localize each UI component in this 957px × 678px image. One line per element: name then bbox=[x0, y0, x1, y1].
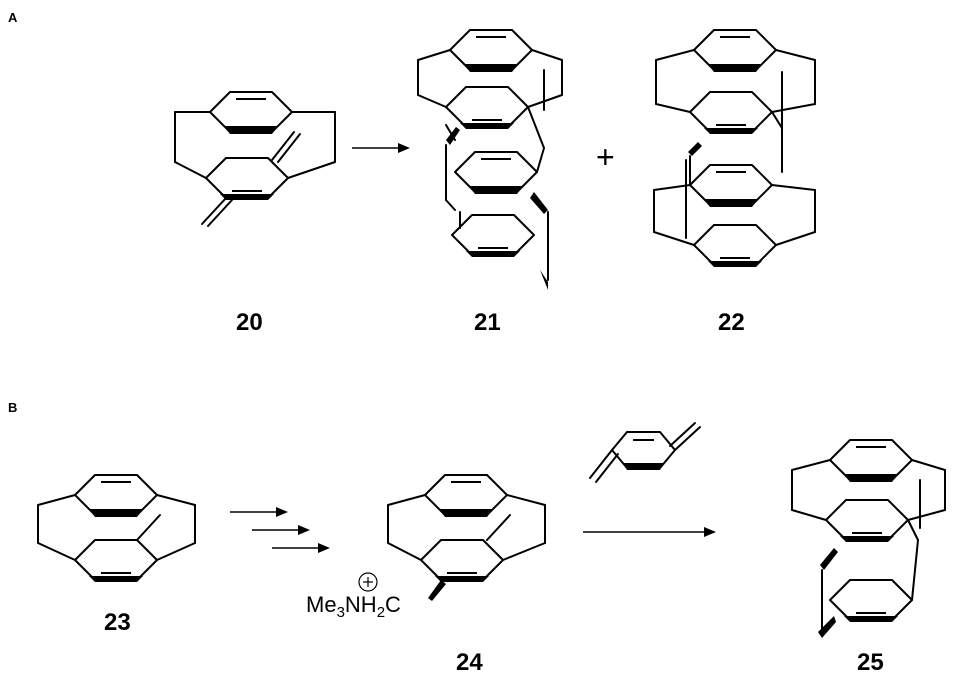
structure-23 bbox=[37, 474, 196, 583]
structure-20 bbox=[174, 91, 336, 227]
structure-22 bbox=[653, 29, 816, 268]
svg-text:Me3NH2C: Me3NH2C bbox=[306, 592, 401, 621]
reaction-arrow-a bbox=[352, 143, 410, 153]
structure-24 bbox=[387, 474, 546, 601]
compound-label-25: 25 bbox=[857, 649, 884, 676]
reagent-me3nh2c: Me3NH2C bbox=[306, 572, 401, 621]
reaction-arrow-b bbox=[583, 527, 716, 537]
structure-21 bbox=[417, 29, 563, 290]
reagent-sub3: 3 bbox=[337, 604, 345, 621]
compound-label-23: 23 bbox=[104, 609, 131, 636]
compound-label-22: 22 bbox=[718, 309, 745, 336]
p-xylylene-reagent bbox=[589, 422, 701, 483]
reagent-me: Me bbox=[306, 592, 337, 617]
compound-label-20: 20 bbox=[236, 309, 263, 336]
compound-label-21: 21 bbox=[474, 309, 501, 336]
reagent-sub2: 2 bbox=[377, 604, 385, 621]
multistep-arrows bbox=[230, 507, 330, 553]
panel-label-b: B bbox=[8, 400, 17, 415]
plus-sign: + bbox=[596, 139, 615, 175]
reagent-nh: NH bbox=[345, 592, 377, 617]
compound-label-24: 24 bbox=[456, 649, 483, 676]
panel-label-a: A bbox=[8, 10, 18, 25]
structure-25 bbox=[791, 439, 946, 638]
reagent-c: C bbox=[385, 592, 401, 617]
